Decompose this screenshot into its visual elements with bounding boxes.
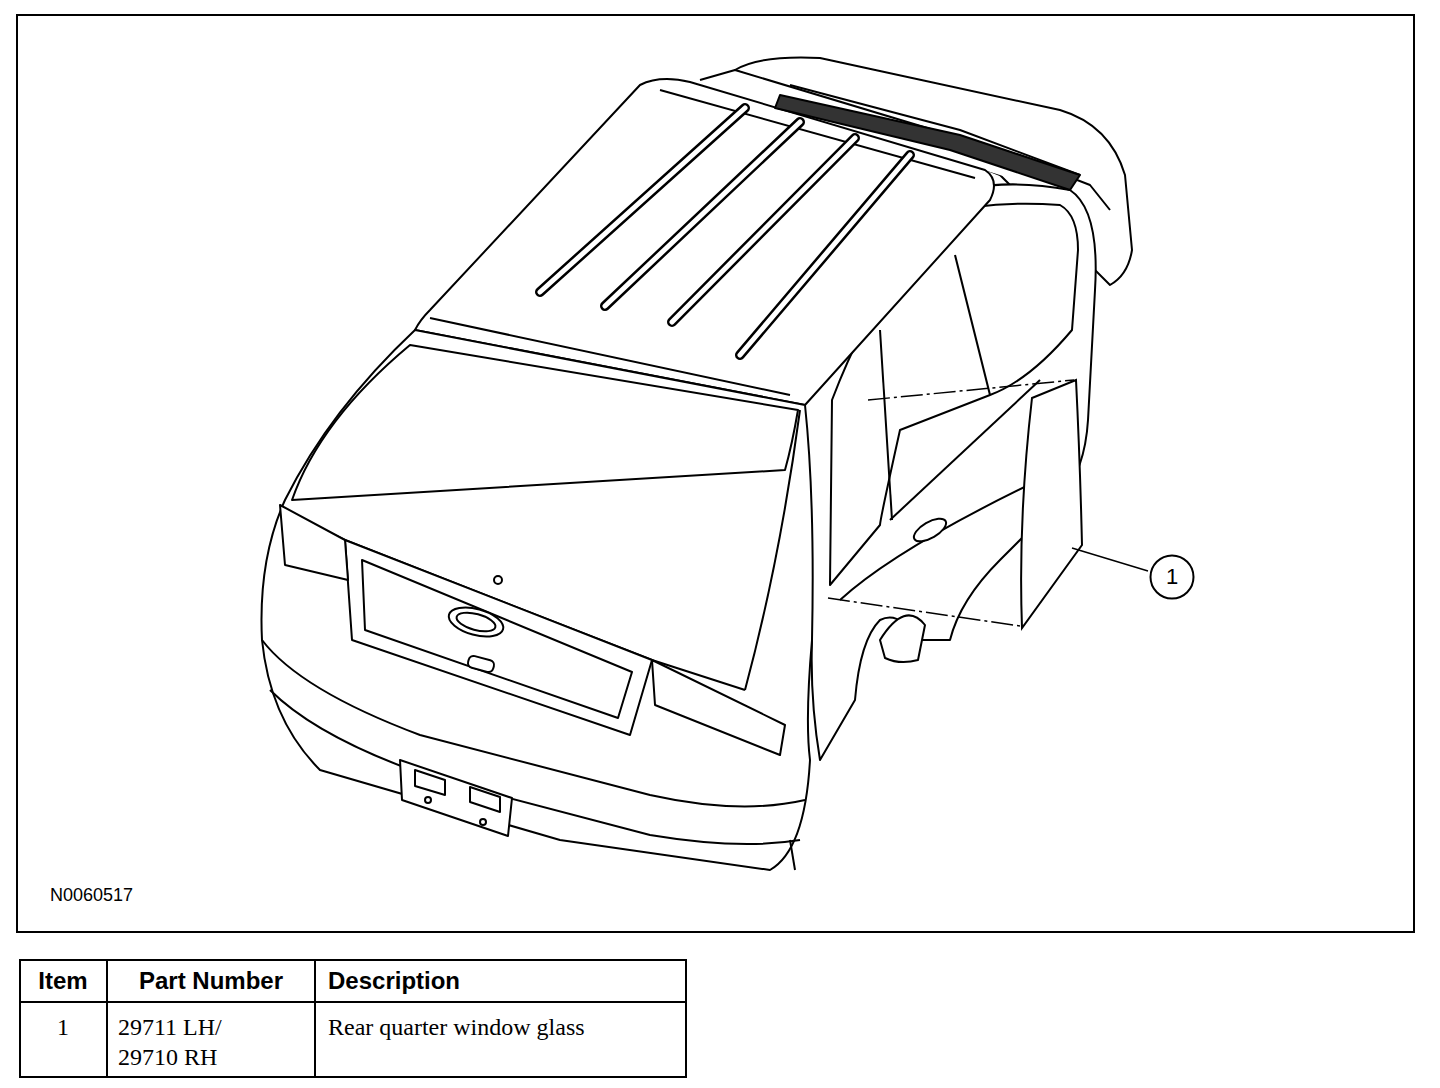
table-grid [20,960,686,1077]
table-header: Item [38,966,87,996]
figure-frame [17,15,1414,932]
quarter-glass [1021,380,1082,628]
table-cell: 29711 LH/ 29710 RH [118,1012,268,1072]
phantom-line [828,380,1074,626]
callout-circle: 1 [1149,554,1195,600]
table-cell: Rear quarter window glass [328,1012,585,1042]
callout-number: 1 [1166,564,1178,590]
figure-id: N0060517 [50,880,133,910]
table-cell: 1 [57,1012,69,1042]
table-header: Description [328,966,460,996]
vehicle-drawing [261,58,1132,871]
table-header: Part Number [139,966,283,996]
leader-line [1072,548,1148,571]
